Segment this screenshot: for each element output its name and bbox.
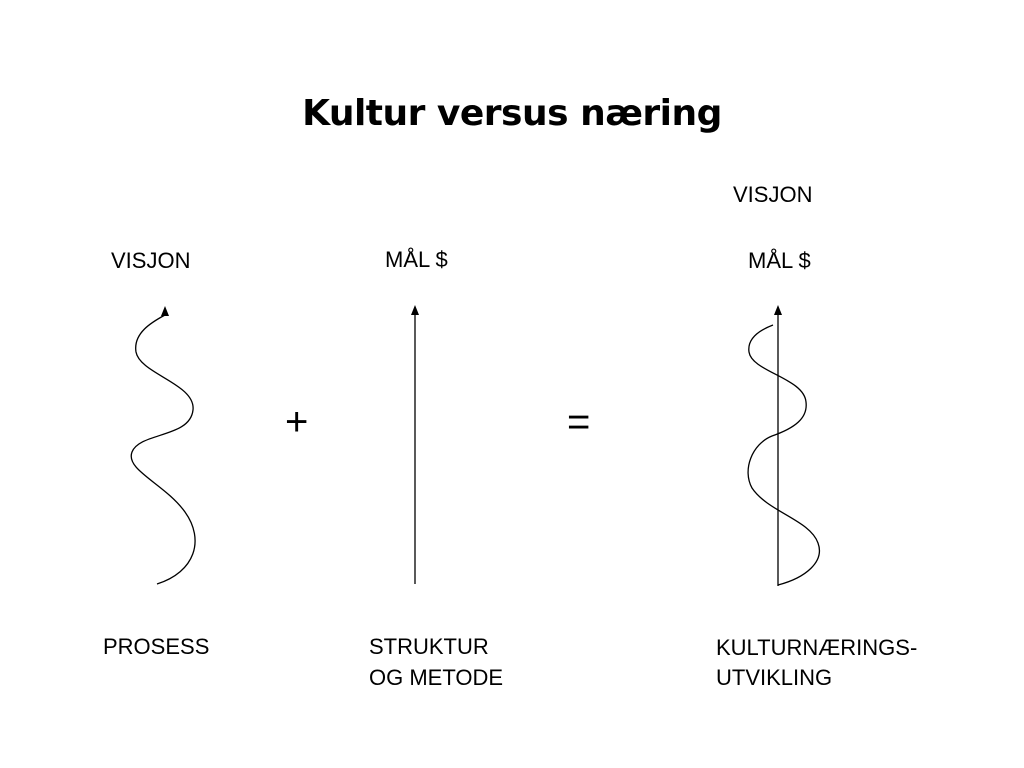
label-prosess: PROSESS — [103, 634, 210, 659]
slide-title: Kultur versus næring — [302, 93, 722, 134]
label-visjon-right: VISJON — [733, 182, 813, 207]
label-kulturnaerings: KULTURNÆRINGS- — [716, 635, 918, 660]
plus-sign: + — [285, 400, 309, 444]
label-maal-right: MÅL $ — [748, 248, 811, 273]
wavy-arrow-left — [130, 306, 196, 585]
label-struktur: STRUKTUR — [369, 634, 489, 659]
label-utvikling: UTVIKLING — [716, 665, 833, 690]
label-og-metode: OG METODE — [369, 665, 504, 690]
wavy-line-right — [747, 324, 821, 586]
label-maal-middle: MÅL $ — [385, 247, 448, 272]
equals-sign: = — [567, 400, 591, 444]
label-visjon-left: VISJON — [111, 248, 191, 273]
